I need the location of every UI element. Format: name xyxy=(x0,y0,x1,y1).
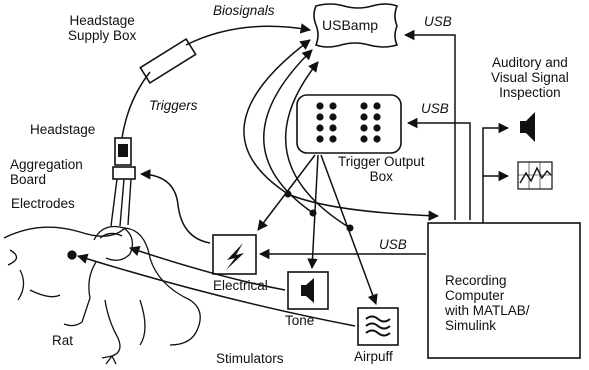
tone-to-rat-arrow xyxy=(129,246,286,291)
usb-mid-label: USB xyxy=(421,101,449,116)
headstage-supply-box xyxy=(139,37,197,85)
triggers-label: Triggers xyxy=(149,98,198,113)
rat-label: Rat xyxy=(52,333,74,348)
biosignals-arrow xyxy=(185,23,312,46)
output-line xyxy=(482,122,510,223)
speaker-icon xyxy=(301,278,314,303)
headstage-label: Headstage xyxy=(30,122,96,137)
usb-trigger-line xyxy=(406,117,471,220)
usbamp-box xyxy=(313,3,399,48)
recording-computer-box xyxy=(427,222,581,359)
aggregation-board-label: Aggregation Board xyxy=(10,157,83,187)
headstage-supply-line xyxy=(121,71,151,139)
electrical-stimulator-box xyxy=(212,234,257,275)
tone-label: Tone xyxy=(285,313,315,328)
tone-stimulator-box xyxy=(287,271,329,310)
usb-top-label: USB xyxy=(424,14,452,29)
lightning-icon xyxy=(226,243,244,270)
airpuff-to-rat-arrow xyxy=(76,253,356,327)
auditory-visual-label: Auditory and Visual Signal Inspection xyxy=(491,55,569,100)
airpuff-stimulator-box xyxy=(357,307,399,346)
biosignals-label: Biosignals xyxy=(213,3,275,18)
audio-output-speaker-icon xyxy=(520,112,535,142)
electrical-label: Electrical xyxy=(213,278,268,293)
signal-plot-icon xyxy=(517,161,553,190)
headstage-supply-box-label: Headstage Supply Box xyxy=(68,13,137,43)
usb-bottom-label: USB xyxy=(379,237,407,252)
trigger-arc-3 xyxy=(284,61,351,229)
headstage-assembly xyxy=(110,137,136,227)
stimulators-label: Stimulators xyxy=(216,351,284,366)
trigger-output-ports xyxy=(316,102,381,143)
airpuff-label: Airpuff xyxy=(354,349,393,364)
electrodes-label: Electrodes xyxy=(11,196,75,211)
trigger-output-box xyxy=(296,94,402,154)
trigger-arc-4 xyxy=(287,193,440,221)
trigger-arc-1 xyxy=(243,39,311,195)
usb-usbamp-line xyxy=(403,29,456,220)
rat-drawing xyxy=(3,225,201,365)
trigger-output-box-label: Trigger Output Box xyxy=(338,154,425,184)
airflow-icon xyxy=(365,315,391,337)
recording-computer-label: Recording Computer with MATLAB/ Simulink xyxy=(445,273,530,333)
electrical-to-board-arrow xyxy=(139,169,211,244)
usbamp-label: USBamp xyxy=(322,17,379,33)
junction-dots xyxy=(284,190,354,232)
